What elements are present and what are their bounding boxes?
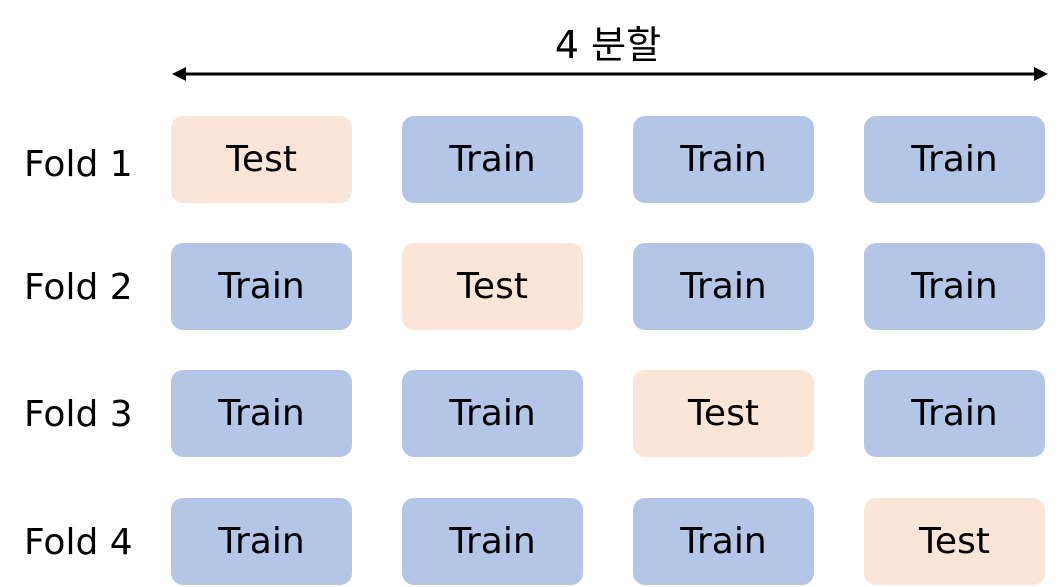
fold-3-cell-2: Train bbox=[402, 370, 583, 457]
fold-1-cell-1: Test bbox=[171, 116, 352, 203]
fold-2-cell-3: Train bbox=[633, 243, 814, 330]
fold-2-cell-2: Test bbox=[402, 243, 583, 330]
fold-4-cell-1: Train bbox=[171, 498, 352, 585]
fold-label-4: Fold 4 bbox=[24, 522, 133, 563]
fold-3-cell-1: Train bbox=[171, 370, 352, 457]
fold-2-cell-4: Train bbox=[864, 243, 1045, 330]
fold-1-cell-3: Train bbox=[633, 116, 814, 203]
fold-3-cell-4: Train bbox=[864, 370, 1045, 457]
fold-1-cell-2: Train bbox=[402, 116, 583, 203]
fold-4-cell-4: Test bbox=[864, 498, 1045, 585]
fold-3-cell-3: Test bbox=[633, 370, 814, 457]
fold-2-cell-1: Train bbox=[171, 243, 352, 330]
fold-1-cell-4: Train bbox=[864, 116, 1045, 203]
fold-label-1: Fold 1 bbox=[24, 144, 133, 185]
fold-label-2: Fold 2 bbox=[24, 267, 133, 308]
split-title: 4 분할 bbox=[554, 23, 662, 67]
double-arrow-icon bbox=[172, 67, 1048, 81]
fold-4-cell-3: Train bbox=[633, 498, 814, 585]
fold-4-cell-2: Train bbox=[402, 498, 583, 585]
fold-label-3: Fold 3 bbox=[24, 394, 133, 435]
